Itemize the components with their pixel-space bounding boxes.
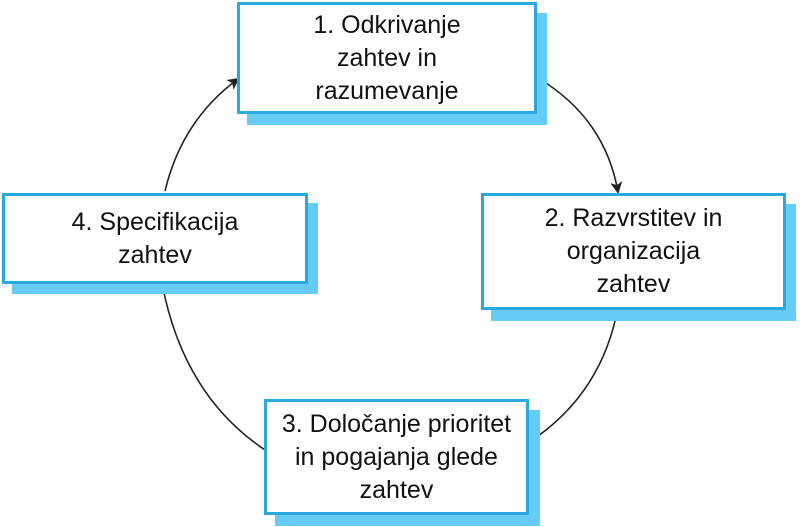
step3-box: 3. Določanje prioritet in pogajanja gled…: [264, 399, 529, 515]
arrow-step4-to-step1: [164, 77, 240, 192]
step2-label: 2. Razvrstitev in organizacija zahtev: [544, 204, 723, 298]
step4-box: 4. Specifikacija zahtev: [2, 193, 308, 284]
arrow-step3-to-step4: [157, 281, 266, 451]
step4-label: 4. Specifikacija zahtev: [71, 207, 239, 269]
step3-label: 3. Določanje prioritet in pogajanja gled…: [281, 409, 512, 504]
step1-box: 1. Odkrivanje zahtev in razumevanje: [237, 2, 537, 114]
arrow-step2-to-step3: [526, 306, 619, 445]
step2-box: 2. Razvrstitev in organizacija zahtev: [481, 193, 786, 310]
step1-label: 1. Odkrivanje zahtev in razumevanje: [313, 10, 461, 105]
arrow-step1-to-step2: [537, 77, 623, 194]
